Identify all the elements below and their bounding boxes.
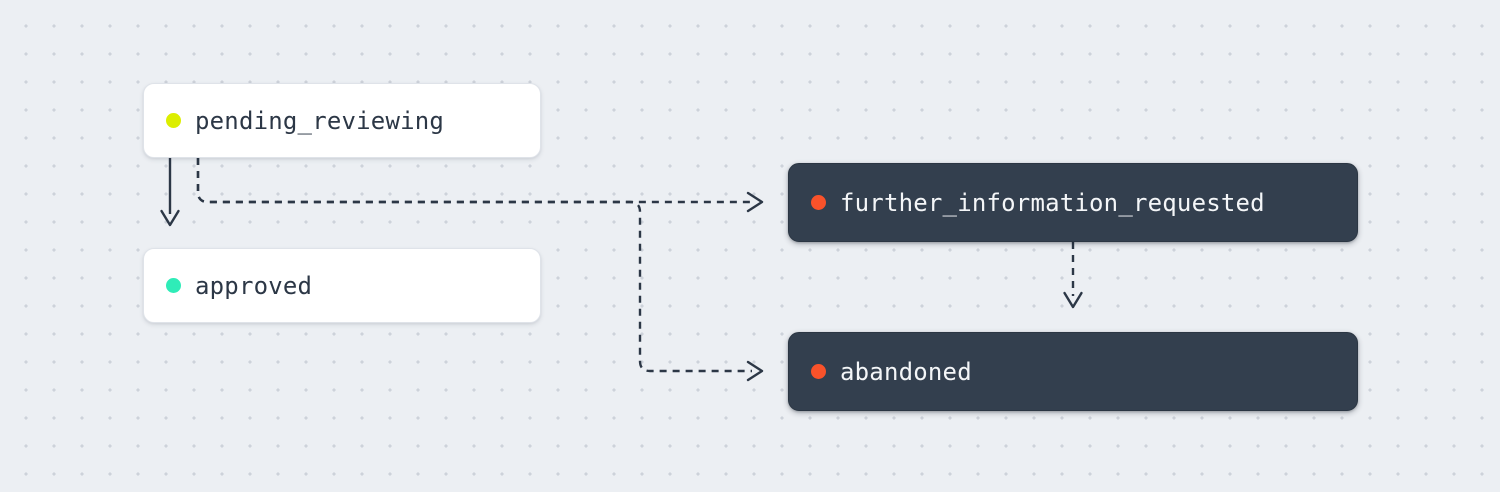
edge-pending_reviewing-to-further_information_requested <box>196 158 764 213</box>
node-pending-reviewing[interactable]: pending_reviewing <box>143 83 541 158</box>
node-abandoned[interactable]: abandoned <box>788 332 1358 411</box>
arrowhead-down-icon <box>1063 291 1083 309</box>
status-dot-abandoned <box>811 364 826 379</box>
node-further-information-requested[interactable]: further_information_requested <box>788 163 1358 242</box>
arrowhead-right-icon <box>746 191 764 213</box>
node-label: abandoned <box>840 357 972 386</box>
node-label: pending_reviewing <box>195 106 445 135</box>
arrowhead-down-icon <box>160 209 180 227</box>
arrowhead-right-icon <box>746 360 764 382</box>
edge-line <box>196 158 752 204</box>
status-dot-further-information-requested <box>811 195 826 210</box>
status-dot-pending-reviewing <box>166 113 181 128</box>
node-label: further_information_requested <box>840 188 1265 217</box>
status-dot-approved <box>166 278 181 293</box>
node-approved[interactable]: approved <box>143 248 541 323</box>
node-label: approved <box>195 271 313 300</box>
edge-further_information_requested-to-abandoned <box>1063 242 1083 309</box>
edge-pending_reviewing-to-approved <box>160 158 180 227</box>
